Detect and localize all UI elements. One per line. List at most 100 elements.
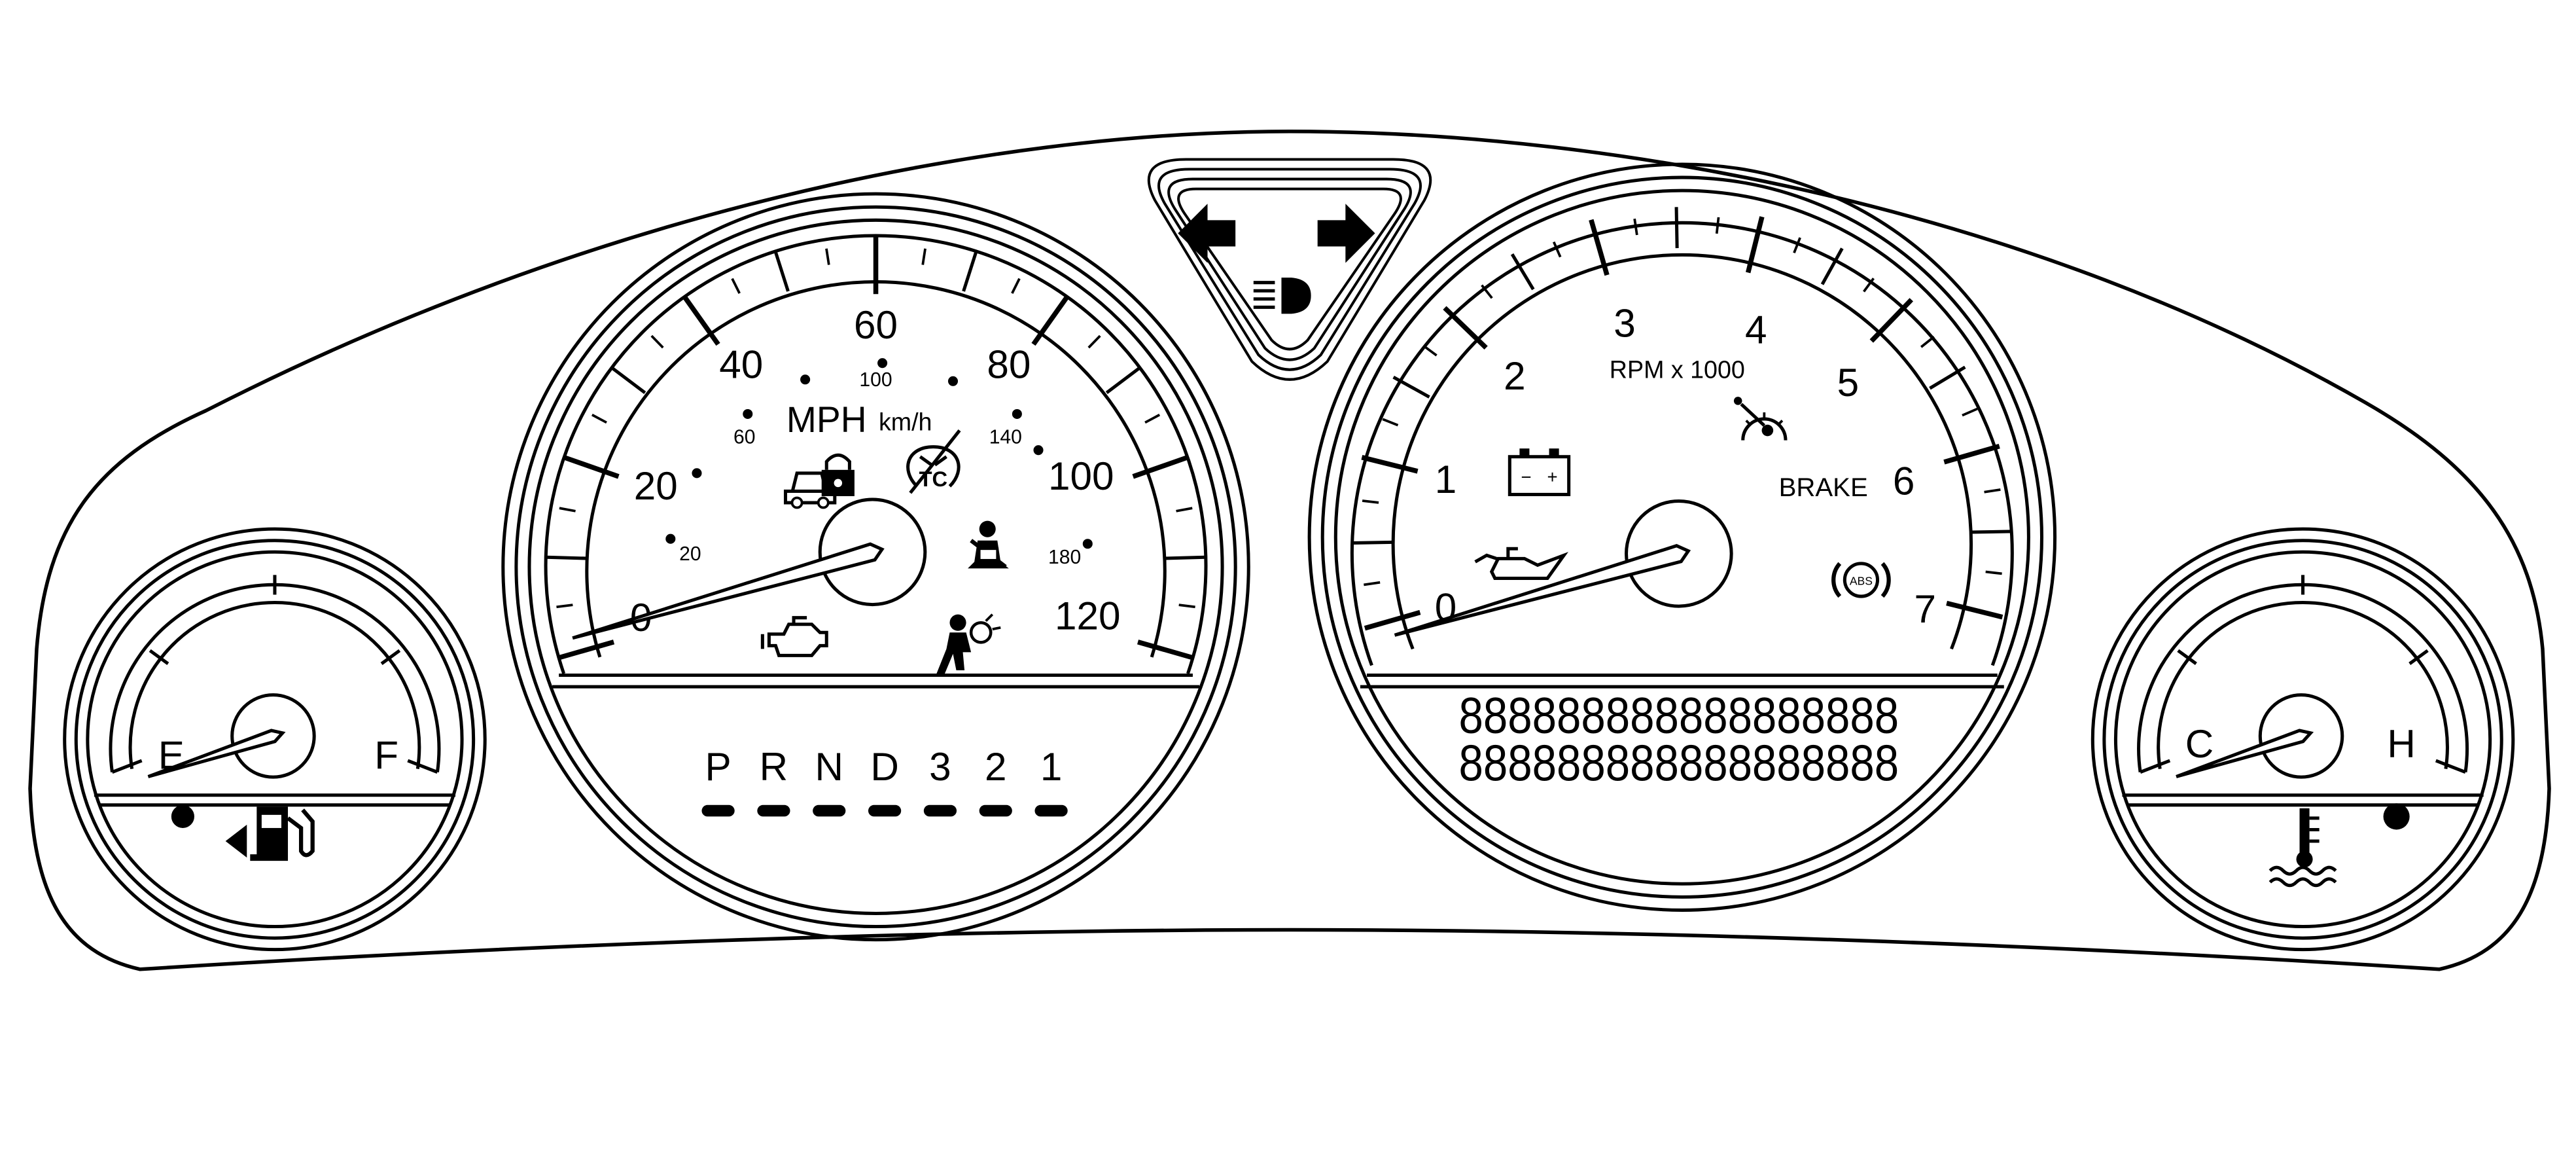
temperature-needle xyxy=(2176,729,2314,778)
fuel-door-side-arrow-icon xyxy=(225,824,247,858)
oil-pressure-icon xyxy=(1474,547,1568,580)
tachometer-tick-minor-13 xyxy=(1985,570,2002,575)
airbag-icon xyxy=(936,613,1001,674)
svg-text:TC: TC xyxy=(919,467,947,491)
gear-label-2: 2 xyxy=(985,744,1007,789)
temperature-needle-shape xyxy=(2176,729,2314,778)
tachometer-tick-14 xyxy=(1946,600,2003,620)
gear-label-D: D xyxy=(870,744,899,789)
gear-indicator-2 xyxy=(979,804,1012,817)
speedometer-tick-minor-2 xyxy=(591,414,607,424)
gear-indicator-R xyxy=(757,804,790,817)
tachometer-tick-12 xyxy=(1943,444,2000,465)
fuel-needle xyxy=(147,729,286,778)
tachometer-tick-minor-4 xyxy=(1481,284,1493,299)
speedometer-tick-5 xyxy=(774,251,790,292)
kmh-label-140: 140 xyxy=(989,427,1022,448)
speedometer-tick-11 xyxy=(1165,555,1206,560)
tachometer-label-1: 1 xyxy=(1435,457,1457,501)
kmh-label-60: 60 xyxy=(733,427,756,448)
speedometer-tick-9 xyxy=(1105,367,1140,395)
gear-indicator-3 xyxy=(923,804,957,817)
odometer-line-1: 888888888888888888 xyxy=(1459,687,1899,744)
tachometer-label-2: 2 xyxy=(1504,353,1526,398)
tachometer-tick-marks xyxy=(1352,207,2013,631)
speedometer-tick-marks xyxy=(546,236,1206,660)
odometer-display: 888888888888888888 888888888888888888 xyxy=(1459,687,1899,791)
speedometer: 0 20 40 60 80 100 120 20 60 100 140 180 … xyxy=(501,192,1250,942)
speedometer-tick-2 xyxy=(563,455,620,479)
odometer-line-2: 888888888888888888 xyxy=(1459,735,1899,791)
speedometer-label-20: 20 xyxy=(634,463,678,508)
kmh-dot-4 xyxy=(877,358,888,369)
speedometer-tick-minor-1 xyxy=(559,507,576,513)
rpm-unit-label: RPM x 1000 xyxy=(1610,355,1745,383)
speedometer-tick-minor-4 xyxy=(731,278,741,294)
tachometer-tick-3 xyxy=(1392,375,1430,399)
speedometer-tick-0 xyxy=(557,640,615,660)
tachometer-tick-1 xyxy=(1352,540,1394,545)
speedometer-tick-minor-5 xyxy=(825,248,830,265)
battery-minus-label: − xyxy=(1521,467,1531,487)
kmh-dot-3 xyxy=(800,374,811,385)
tachometer-tick-minor-12 xyxy=(1984,488,2001,494)
tachometer-label-3: 3 xyxy=(1614,301,1636,346)
brake-warning-label: BRAKE xyxy=(1779,473,1868,502)
tachometer-tick-5 xyxy=(1510,253,1535,291)
fuel-warning-dot xyxy=(171,804,194,828)
speedometer-tick-minor-9 xyxy=(1144,414,1161,424)
traction-control-icon: TC xyxy=(906,429,961,494)
check-engine-icon xyxy=(760,616,828,657)
speedometer-tick-7 xyxy=(962,251,978,292)
battery-icon: − + xyxy=(1508,448,1571,496)
tachometer-tick-minor-11 xyxy=(1962,407,1978,417)
gear-label-3: 3 xyxy=(929,744,951,789)
speedometer-tick-1 xyxy=(546,555,588,560)
kmh-dot-5 xyxy=(947,376,959,386)
speedometer-label-80: 80 xyxy=(987,342,1031,386)
speedometer-tick-minor-10 xyxy=(1176,507,1193,513)
tachometer-tick-minor-6 xyxy=(1633,218,1638,236)
left-turn-signal-icon xyxy=(1178,204,1236,263)
speedometer-tick-minor-11 xyxy=(1178,604,1195,609)
indicator-pod xyxy=(1147,158,1432,381)
gear-label-N: N xyxy=(815,744,844,789)
seatbelt-icon xyxy=(968,520,1009,569)
tachometer-tick-11 xyxy=(1929,365,1966,390)
speedometer-label-100: 100 xyxy=(1048,454,1114,498)
speedometer-kmh-dots xyxy=(665,358,1093,549)
speedometer-tick-minor-3 xyxy=(650,334,664,349)
tachometer-label-6: 6 xyxy=(1893,458,1915,503)
speedometer-tick-10 xyxy=(1132,455,1188,479)
kmh-unit-label: km/h xyxy=(879,408,932,436)
tachometer-label-4: 4 xyxy=(1745,308,1767,352)
tachometer-tick-minor-1 xyxy=(1362,499,1379,504)
tachometer-tick-minor-8 xyxy=(1793,237,1801,254)
speedometer-tick-minor-7 xyxy=(1011,278,1021,294)
fuel-full-label: F xyxy=(374,733,398,778)
fuel-gauge: E F xyxy=(63,527,487,952)
speedometer-tick-minor-6 xyxy=(921,248,926,265)
temp-warning-dot xyxy=(2383,803,2410,830)
tachometer-label-5: 5 xyxy=(1837,360,1860,405)
kmh-dot-7 xyxy=(1033,445,1044,456)
speedometer-tick-minor-0 xyxy=(556,604,573,609)
kmh-dot-1 xyxy=(692,468,702,478)
fuel-needle-shape xyxy=(147,729,286,778)
gear-label-P: P xyxy=(705,744,732,789)
coolant-temp-icon xyxy=(2268,808,2337,888)
gear-indicator-N xyxy=(813,804,846,817)
gear-indicator-D xyxy=(868,804,902,817)
tachometer-tick-8 xyxy=(1745,216,1765,274)
kmh-dot-0 xyxy=(665,533,676,544)
speedometer-label-120: 120 xyxy=(1055,593,1120,638)
abs-icon: ABS xyxy=(1831,562,1891,598)
tachometer-tick-minor-10 xyxy=(1920,336,1935,348)
tachometer-tick-4 xyxy=(1443,306,1488,350)
temperature-gauge: C H xyxy=(2091,527,2515,952)
security-icon xyxy=(783,453,855,509)
high-beam-icon xyxy=(1253,278,1311,314)
tachometer-tick-2 xyxy=(1361,455,1419,474)
tachometer-tick-minor-2 xyxy=(1382,418,1399,427)
